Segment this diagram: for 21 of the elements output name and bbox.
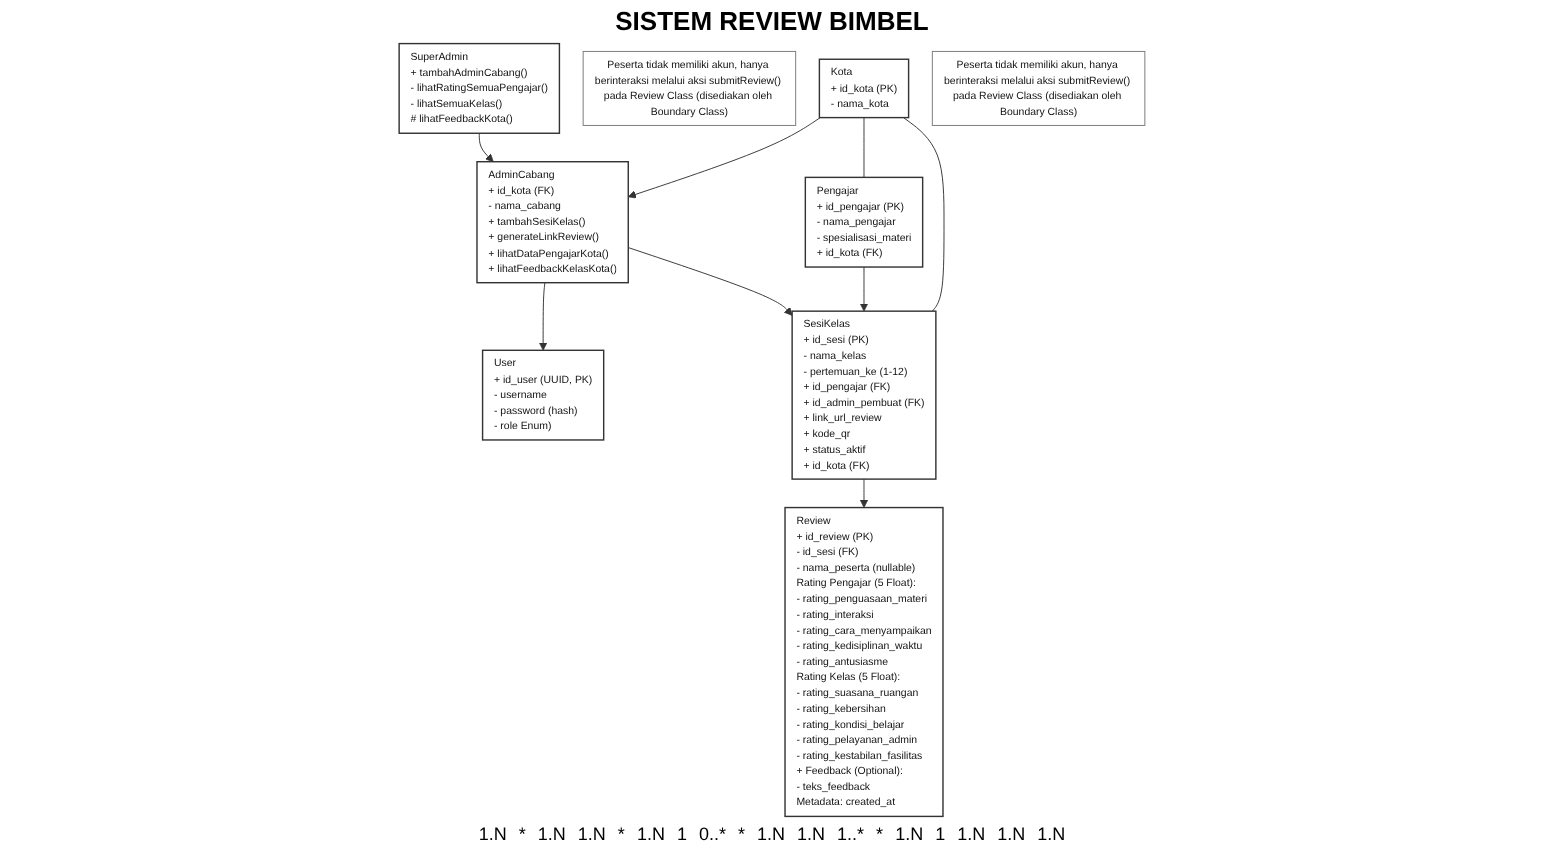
multiplicity-label: 1.N bbox=[577, 824, 606, 844]
multiplicity-label: 1.N bbox=[537, 824, 566, 844]
multiplicity-label: 1.N bbox=[997, 824, 1026, 844]
multiplicity-label: 1 bbox=[935, 824, 946, 844]
multiplicity-label: * bbox=[518, 824, 526, 844]
multiplicity-label: 1.N bbox=[957, 824, 986, 844]
connector bbox=[863, 117, 865, 178]
multiplicity-label: 1.N bbox=[895, 824, 924, 844]
multiplicity-label: 1 bbox=[676, 824, 687, 844]
multiplicity-label: * bbox=[876, 824, 884, 844]
multiplicity-label: 1.N bbox=[1037, 824, 1066, 844]
multiplicity-label: 0..* bbox=[698, 824, 726, 844]
multiplicity-label: 1..* bbox=[837, 824, 865, 844]
diagram-title: SISTEM REVIEW BIMBEL bbox=[615, 6, 929, 36]
multiplicity-label: 1.N bbox=[478, 824, 507, 844]
multiplicity-label: * bbox=[737, 824, 745, 844]
connector bbox=[903, 117, 945, 312]
multiplicity-label: 1.N bbox=[636, 824, 665, 844]
multiplicity-label: 1.N bbox=[757, 824, 786, 844]
multiplicity-label: 1.N bbox=[797, 824, 826, 844]
multiplicity-label: * bbox=[617, 824, 625, 844]
